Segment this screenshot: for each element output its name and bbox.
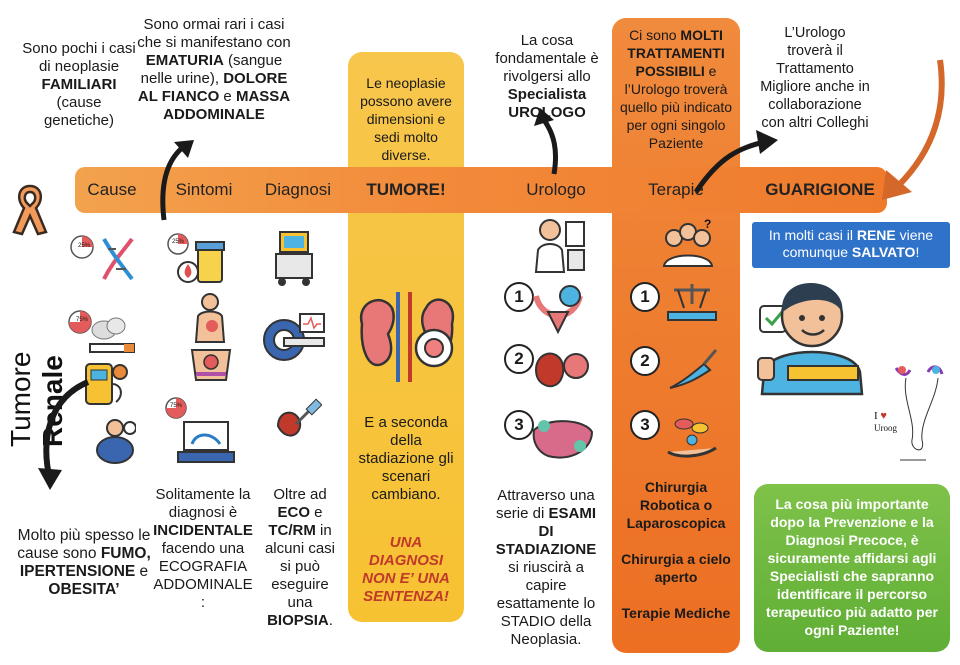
ct-scanner-icon (262, 310, 328, 371)
stage-cause: Cause (87, 180, 137, 199)
urologo-step-2: 2 (504, 344, 534, 374)
robotic-surgery-icon (662, 280, 722, 335)
badge-cause-2: 75% (75, 317, 88, 323)
urologo-step-1: 1 (504, 282, 534, 312)
terapie-column (612, 18, 740, 653)
conclusion-text: La cosa più importante dopo la Prevenzio… (766, 496, 938, 638)
terapie-item-3: Terapie Mediche (621, 605, 731, 621)
terapie-item-1: Chirurgia Robotica o Laparoscopica (626, 479, 726, 531)
tumore-bottom-text: UNA DIAGNOSI NON E’ UNA SENTENZA! (362, 534, 450, 605)
badge-cause-1: 25% (77, 243, 90, 249)
sintomi-bottom-text: Solitamente la diagnosi è INCIDENTALE fa… (153, 486, 253, 611)
sintomi-arrow-icon (160, 140, 194, 221)
cause-bottom-text: Molto più spesso le cause sono FUMO, IPE… (17, 527, 151, 598)
timeline-bar (75, 167, 887, 213)
svg-text:?: ? (704, 217, 711, 231)
cause-top-text: Sono pochi i casi di neoplasie FAMILIARI… (22, 40, 136, 129)
guarigione-arrow-icon (882, 59, 945, 200)
flank-pain-icon (188, 292, 232, 349)
tumore-top-text: Le neoplasie possono avere dimensioni e … (360, 75, 452, 163)
dna-icon (68, 233, 138, 290)
ultrasound-icon (164, 396, 236, 471)
awareness-ribbon-icon (12, 184, 48, 236)
stage-diagnosi: Diagnosi (264, 180, 332, 199)
stage-tumore: TUMORE! (366, 180, 446, 199)
guarigione-top-text: L’Urologo troverà il Trattamento Miglior… (760, 25, 870, 131)
rene-salvato-banner: In molti casi il RENE viene comunque SAL… (752, 222, 950, 268)
bladder-icon (530, 282, 586, 341)
obesity-icon (94, 418, 137, 469)
stage-urologo: Urologo (526, 180, 586, 199)
badge-sintomi-2: 75% (169, 403, 182, 409)
sintomi-top-text: Sono ormai rari i casi che si manifestan… (137, 16, 291, 123)
medication-icon (664, 414, 720, 467)
abdominal-mass-icon (188, 346, 234, 391)
terapie-arrow-icon (693, 130, 778, 194)
urine-sample-icon (166, 232, 232, 293)
kidney-tumor-icon (352, 288, 462, 389)
liver-metastasis-icon (530, 412, 596, 473)
terapie-item-2: Chirurgia a cielo aperto (621, 551, 731, 585)
stage-sintomi: Sintomi (175, 180, 233, 199)
tumore-middle-text: E a seconda della stadiazione gli scenar… (358, 414, 454, 503)
team-icon: ? (660, 216, 716, 273)
conclusion-box: La cosa più importante dopo la Prevenzio… (754, 484, 950, 652)
happy-patient-icon (756, 272, 866, 407)
smoking-icon (66, 308, 138, 363)
urologo-top-text: La cosa fondamentale è rivolgersi allo S… (495, 32, 599, 121)
biopsy-icon (270, 396, 323, 453)
scalpel-icon (664, 344, 720, 399)
blood-pressure-icon (82, 358, 132, 417)
badge-sintomi-1: 25% (171, 239, 184, 245)
urologo-step-3: 3 (504, 410, 534, 440)
terapie-step-3: 3 (630, 410, 660, 440)
signature-drawing: I ♥Uroog (866, 360, 956, 470)
cause-arrow-icon (38, 379, 90, 490)
kidney-mass-icon (530, 344, 592, 397)
terapie-step-1: 1 (630, 282, 660, 312)
terapie-top-text: Ci sono MOLTI TRATTAMENTI POSSIBILI e l’… (619, 27, 733, 151)
terapie-step-2: 2 (630, 346, 660, 376)
stage-terapie: Terapie (648, 180, 704, 199)
ultrasound-machine-icon (270, 228, 320, 293)
stage-guarigione: GUARIGIONE (765, 180, 875, 199)
urologo-arrow-icon (534, 108, 559, 175)
urologist-icon (532, 216, 588, 281)
urologo-bottom-text: Attraverso una serie di ESAMI DI STADIAZ… (495, 487, 597, 648)
diagnosi-bottom-text: Oltre ad ECO e TC/RM in alcuni casi si p… (264, 486, 336, 629)
signature-text: I ♥Uroog (874, 410, 897, 433)
